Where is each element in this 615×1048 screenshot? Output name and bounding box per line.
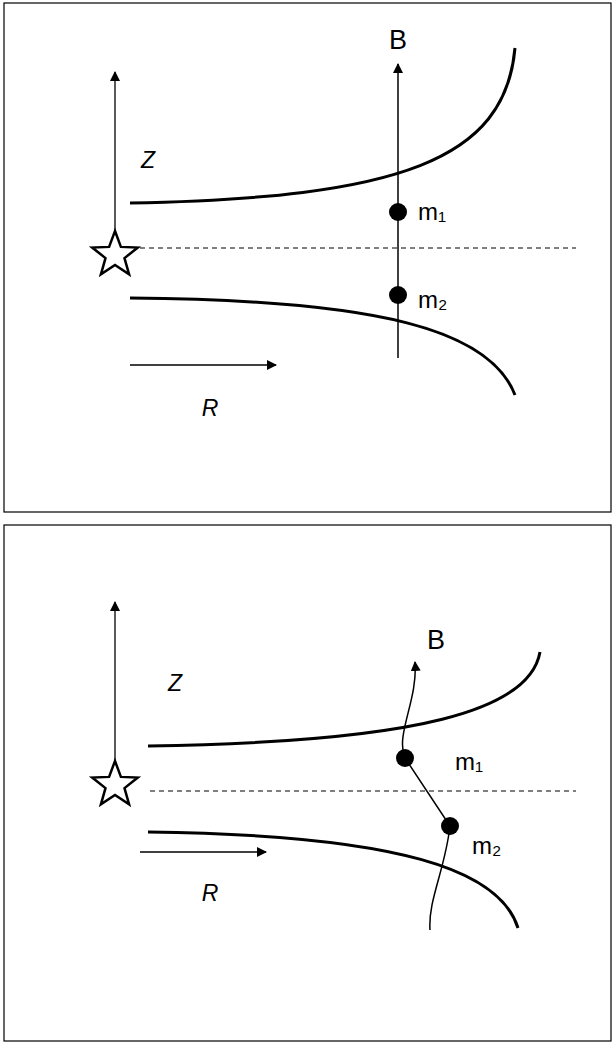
disk-surface [130, 48, 515, 203]
midplane [140, 248, 576, 249]
midplane [150, 791, 576, 792]
r-axis [140, 851, 266, 852]
r-axis [130, 364, 276, 365]
mass-dot [389, 203, 407, 221]
field-label: B [427, 627, 445, 654]
mass-label: m₁ [418, 200, 446, 224]
disk-surface [130, 298, 515, 395]
disk-surface [148, 832, 518, 928]
mass-dot [441, 817, 459, 835]
field-label: B [389, 27, 407, 54]
mass-dot [396, 749, 414, 767]
mass-label: m₁ [455, 750, 483, 774]
field-line [402, 662, 450, 930]
panel-frame [4, 3, 611, 512]
mass-label: m₂ [418, 288, 447, 312]
star-symbol [92, 231, 138, 274]
mass-label: m₂ [472, 834, 501, 858]
mass-dot [389, 286, 407, 304]
axis-label: Z [141, 149, 155, 172]
axis-label: R [202, 882, 219, 905]
disk-surface [148, 652, 540, 746]
star-symbol [92, 761, 138, 804]
axis-label: R [202, 397, 219, 420]
panel-frame [4, 525, 611, 1041]
axis-label: Z [168, 672, 182, 695]
